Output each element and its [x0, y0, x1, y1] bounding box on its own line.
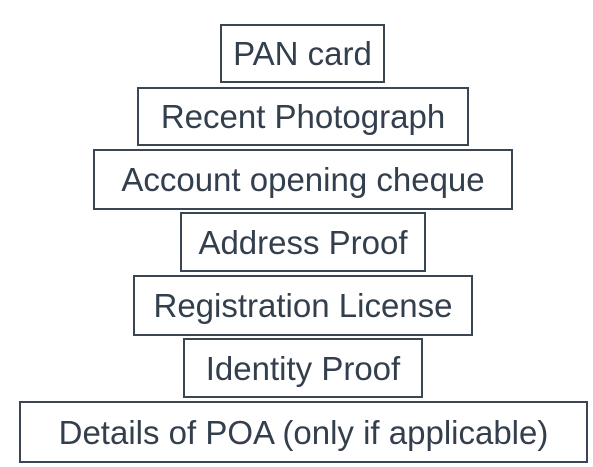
box-pan-card: PAN card — [220, 24, 385, 83]
box-recent-photograph: Recent Photograph — [137, 87, 469, 146]
box-label-address-proof: Address Proof — [198, 223, 408, 261]
box-label-details-of-poa: Details of POA (only if applicable) — [58, 413, 549, 451]
box-label-pan-card: PAN card — [233, 35, 372, 72]
box-account-opening-cheque: Account opening cheque — [93, 149, 513, 210]
box-label-identity-proof: Identity Proof — [205, 349, 401, 387]
box-identity-proof: Identity Proof — [183, 338, 423, 398]
box-label-recent-photograph: Recent Photograph — [160, 98, 446, 135]
box-label-registration-license: Registration License — [153, 287, 453, 324]
box-details-of-poa: Details of POA (only if applicable) — [19, 401, 588, 463]
box-label-account-opening-cheque: Account opening cheque — [121, 161, 485, 198]
box-registration-license: Registration License — [133, 275, 473, 336]
box-address-proof: Address Proof — [180, 212, 426, 272]
